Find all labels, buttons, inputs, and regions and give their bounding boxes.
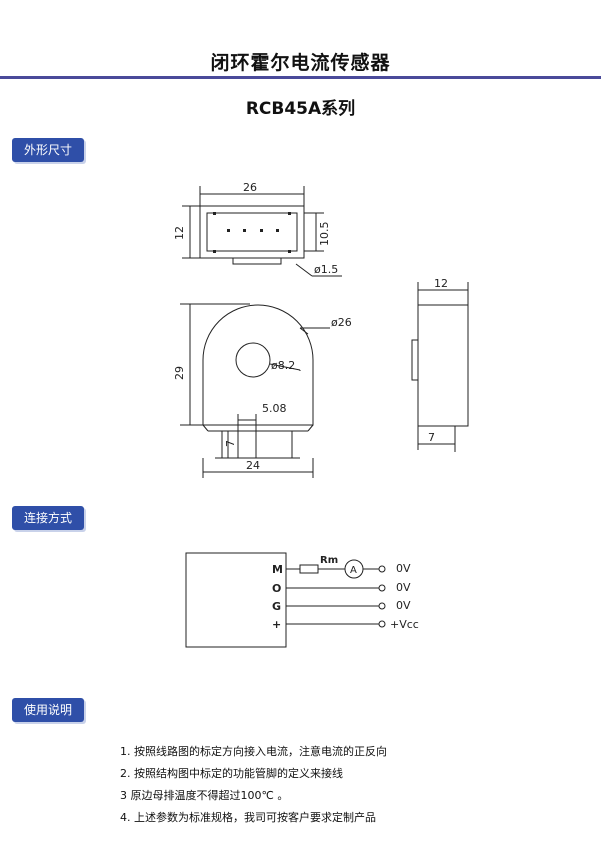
usage-notes: 1. 按照线路图的标定方向接入电流，注意电流的正反向 2. 按照结构图中标定的功…: [120, 741, 387, 829]
dim-pitch: 5.08: [262, 402, 287, 415]
note-item: 2. 按照结构图中标定的功能管脚的定义来接线: [120, 767, 343, 780]
front-view: [180, 303, 330, 478]
section-tag-usage: 使用说明: [12, 698, 85, 722]
note-item: 1. 按照线路图的标定方向接入电流，注意电流的正反向: [120, 745, 387, 758]
dim-base-width: 24: [246, 459, 260, 472]
dim-hole-dia: ø8.2: [271, 359, 295, 372]
dim-top-height: 12: [173, 226, 186, 240]
dim-side-pin: 7: [428, 431, 435, 444]
section-tag-dimensions: 外形尺寸: [12, 138, 85, 162]
title-divider: [0, 76, 601, 79]
dim-height: 29: [173, 366, 186, 380]
dim-outer-dia: ø26: [331, 316, 352, 329]
note-item: 3 原边母排温度不得超过100℃ 。: [120, 789, 289, 802]
page-title: 闭环霍尔电流传感器: [210, 52, 391, 74]
section-tag-connection: 连接方式: [12, 506, 85, 530]
dim-pin-dia: ø1.5: [314, 263, 338, 276]
dim-top-inner: 10.5: [318, 222, 331, 247]
dim-side-width: 12: [434, 277, 448, 290]
dim-top-width: 26: [243, 181, 257, 194]
series-title: RCB45A系列: [245, 99, 356, 119]
top-view: [182, 186, 342, 277]
note-item: 4. 上述参数为标准规格，我司可按客户要求定制产品: [120, 811, 376, 824]
dim-pin-length: 7: [224, 440, 237, 447]
side-view: [411, 282, 469, 452]
